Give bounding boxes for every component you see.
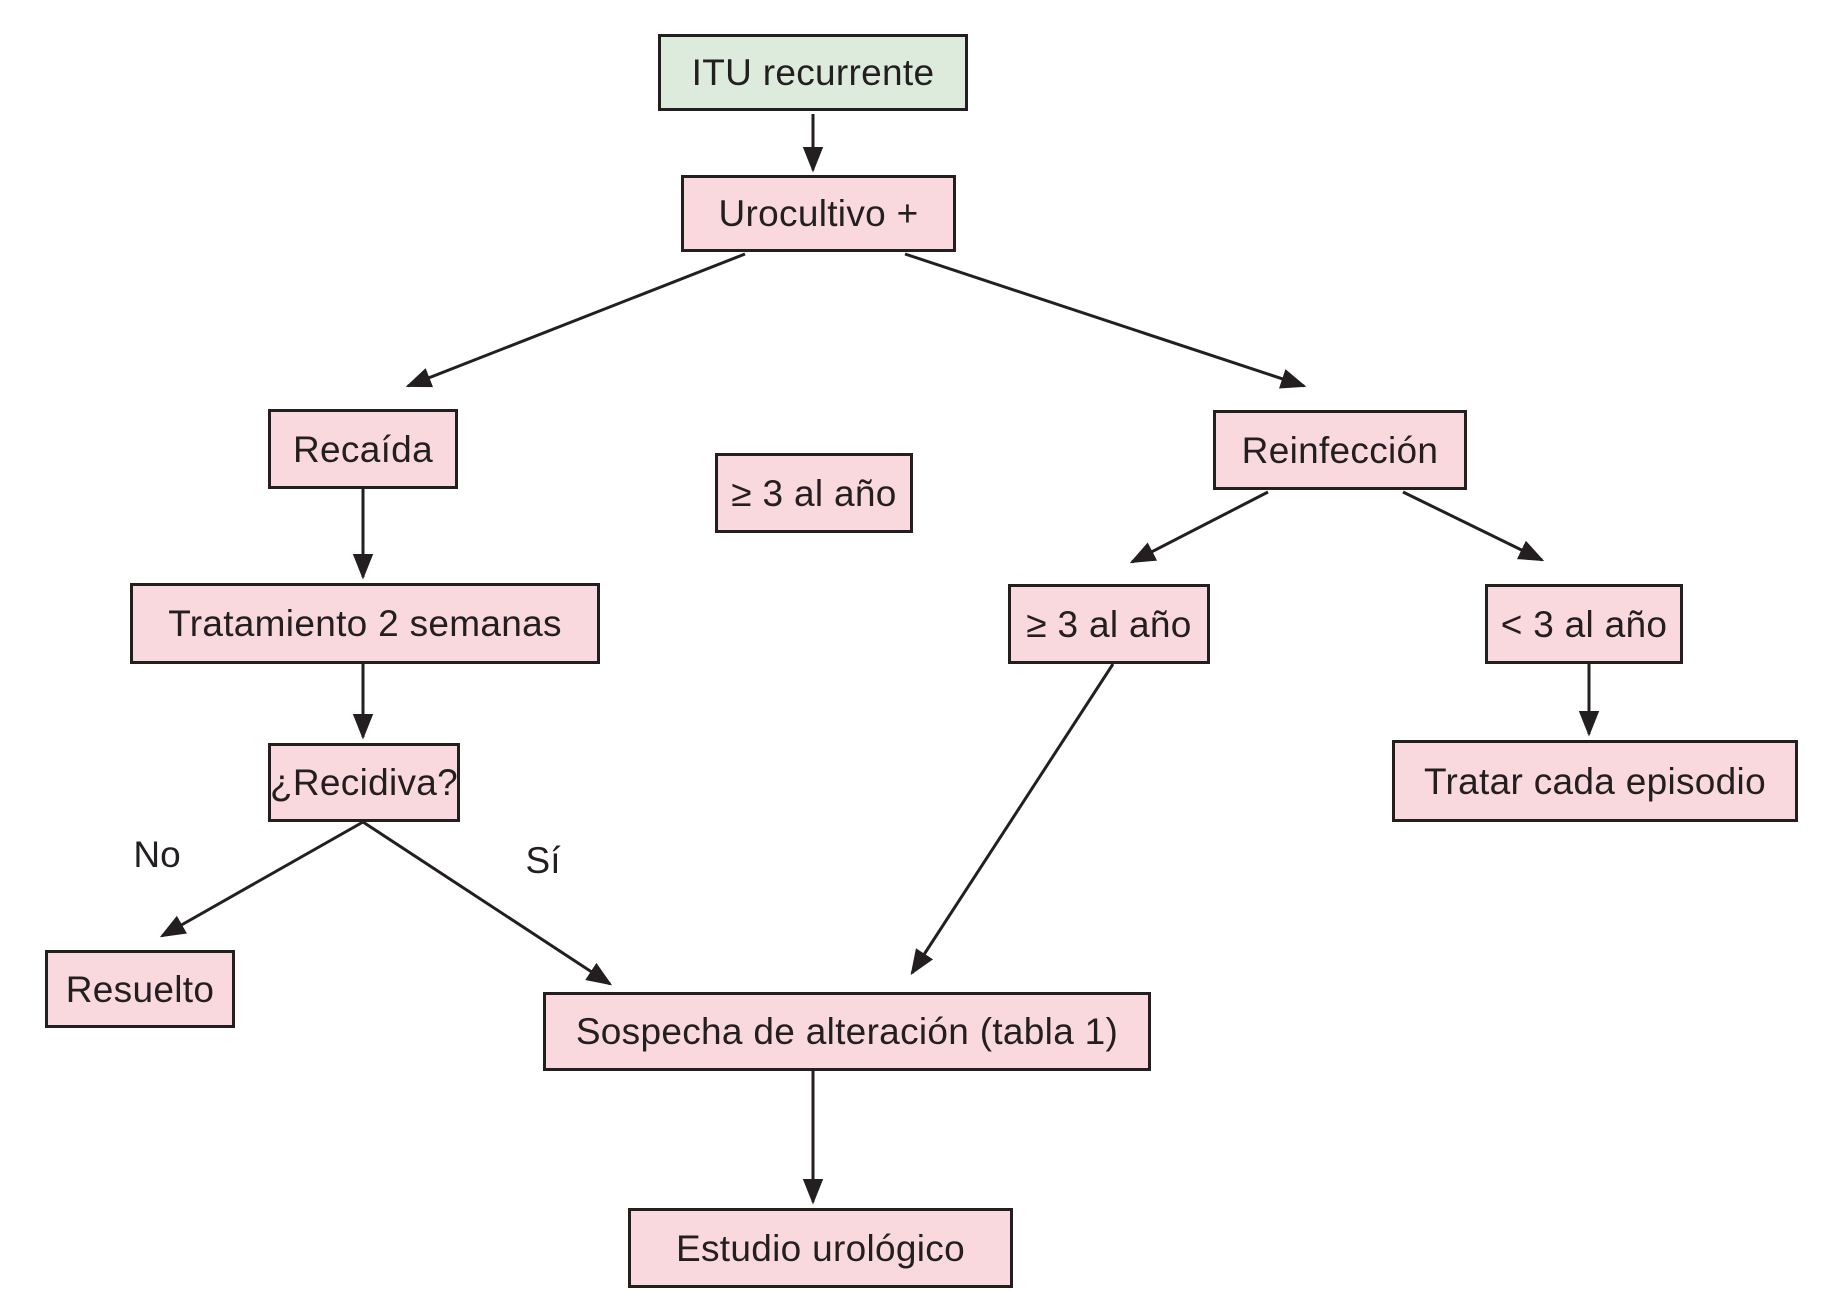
- node-recaida: Recaída: [268, 409, 458, 489]
- node-tratar-cada-episodio: Tratar cada episodio: [1392, 740, 1798, 822]
- node-criterio-recurrencia: ≥ 3 al año: [715, 453, 913, 533]
- node-tratamiento-2-semanas: Tratamiento 2 semanas: [130, 583, 600, 664]
- node-reinfeccion: Reinfección: [1213, 410, 1467, 490]
- arrow-mayor3-to-sospecha: [910, 663, 1115, 976]
- edge-label-no: No: [133, 834, 181, 875]
- node-resuelto: Resuelto: [45, 950, 235, 1028]
- arrow-reinfeccion-to-menor3: [1402, 490, 1545, 562]
- node-mayor-igual-3-al-ano: ≥ 3 al año: [1008, 584, 1210, 664]
- node-itu-recurrente: ITU recurrente: [658, 34, 968, 111]
- arrow-recidiva-to-sospecha: [362, 820, 613, 986]
- arrow-reinfeccion-to-mayor3: [1129, 490, 1269, 564]
- node-estudio-urologico: Estudio urológico: [628, 1208, 1013, 1288]
- node-menor-3-al-ano: < 3 al año: [1485, 584, 1683, 664]
- node-recidiva: ¿Recidiva?: [268, 743, 460, 822]
- node-sospecha-alteracion: Sospecha de alteración (tabla 1): [543, 992, 1151, 1071]
- arrow-recidiva-to-resuelto: [159, 820, 364, 938]
- node-urocultivo: Urocultivo +: [681, 175, 956, 252]
- arrow-urocultivo-to-reinfeccion: [904, 252, 1307, 389]
- arrow-urocultivo-to-recaida: [405, 252, 746, 388]
- edge-label-si: Sí: [525, 840, 561, 881]
